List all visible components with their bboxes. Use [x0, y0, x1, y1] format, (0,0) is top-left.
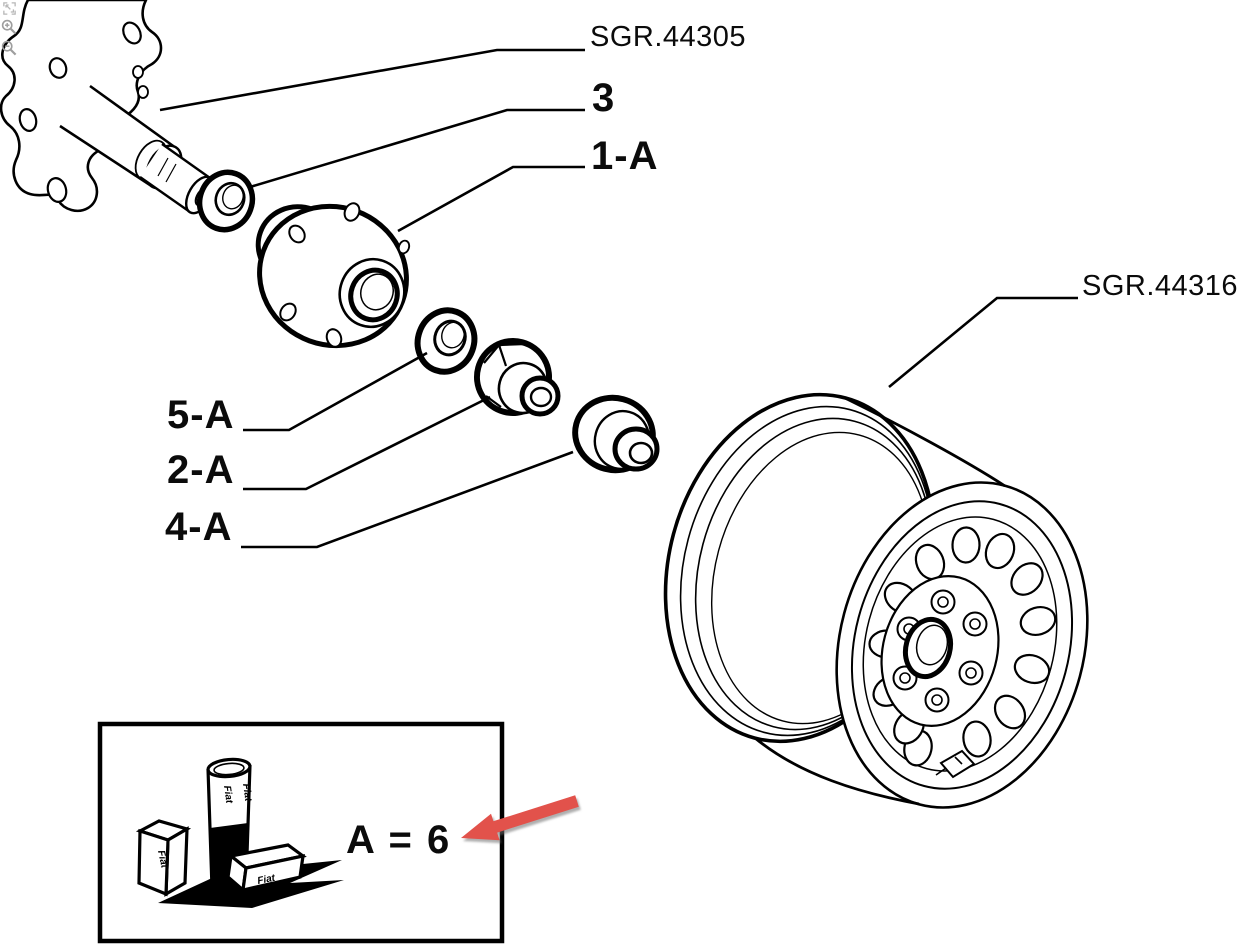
cap-part4a-drawing — [572, 394, 660, 474]
callout-sgr-44316: SGR.44316 — [1082, 270, 1239, 302]
callout-leader-lines — [159, 48, 1078, 549]
callout-part-2a: 2-A — [167, 448, 235, 492]
wheel-lug-bolts — [892, 589, 988, 713]
zoom-in-icon — [1, 19, 17, 35]
tube-brand-text-2: Fiat — [240, 783, 253, 803]
washer-part5a-drawing — [414, 307, 478, 375]
zoom-out-button[interactable] — [1, 40, 18, 57]
legend-note-text: A = 6 — [346, 818, 452, 862]
tube-brand-text: Fiat — [221, 785, 234, 805]
flatbox-brand-text: Fiat — [256, 873, 276, 887]
callout-part-4a: 4-A — [165, 505, 233, 549]
nut-part2a-drawing — [474, 338, 561, 417]
leader-part2a — [243, 395, 491, 491]
hub-part1a-drawing — [255, 202, 411, 349]
callout-sgr-44305: SGR.44305 — [590, 21, 747, 53]
fiat-packages-drawing: Fiat Fiat Fiat Fiat — [135, 757, 344, 908]
fullscreen-button[interactable] — [3, 2, 16, 15]
callout-part-1a: 1-A — [591, 134, 659, 178]
leader-sgr44305 — [159, 48, 585, 112]
leader-part1a — [397, 165, 585, 233]
leader-sgr44316 — [888, 296, 1078, 389]
callout-part-3: 3 — [592, 76, 616, 120]
fullscreen-icon — [3, 2, 16, 15]
wheel-rim-drawing — [663, 392, 1089, 809]
leader-part3 — [249, 108, 585, 189]
leader-part4a — [241, 450, 574, 549]
leader-part5a — [243, 351, 428, 432]
carton-brand-text: Fiat — [155, 849, 170, 869]
stub-axle-drawing — [0, 0, 216, 215]
callout-part-5a: 5-A — [167, 393, 235, 437]
zoom-out-icon — [1, 40, 17, 56]
seal-ring-part3-drawing — [196, 169, 256, 233]
legend-box: Fiat Fiat Fiat Fiat — [97, 721, 505, 944]
wheel-vent-holes — [868, 526, 1057, 767]
red-annotation-arrow — [461, 795, 579, 841]
zoom-in-button[interactable] — [1, 19, 18, 36]
valve-stem-drawing — [935, 749, 976, 779]
wheel-center-bore — [902, 616, 954, 680]
